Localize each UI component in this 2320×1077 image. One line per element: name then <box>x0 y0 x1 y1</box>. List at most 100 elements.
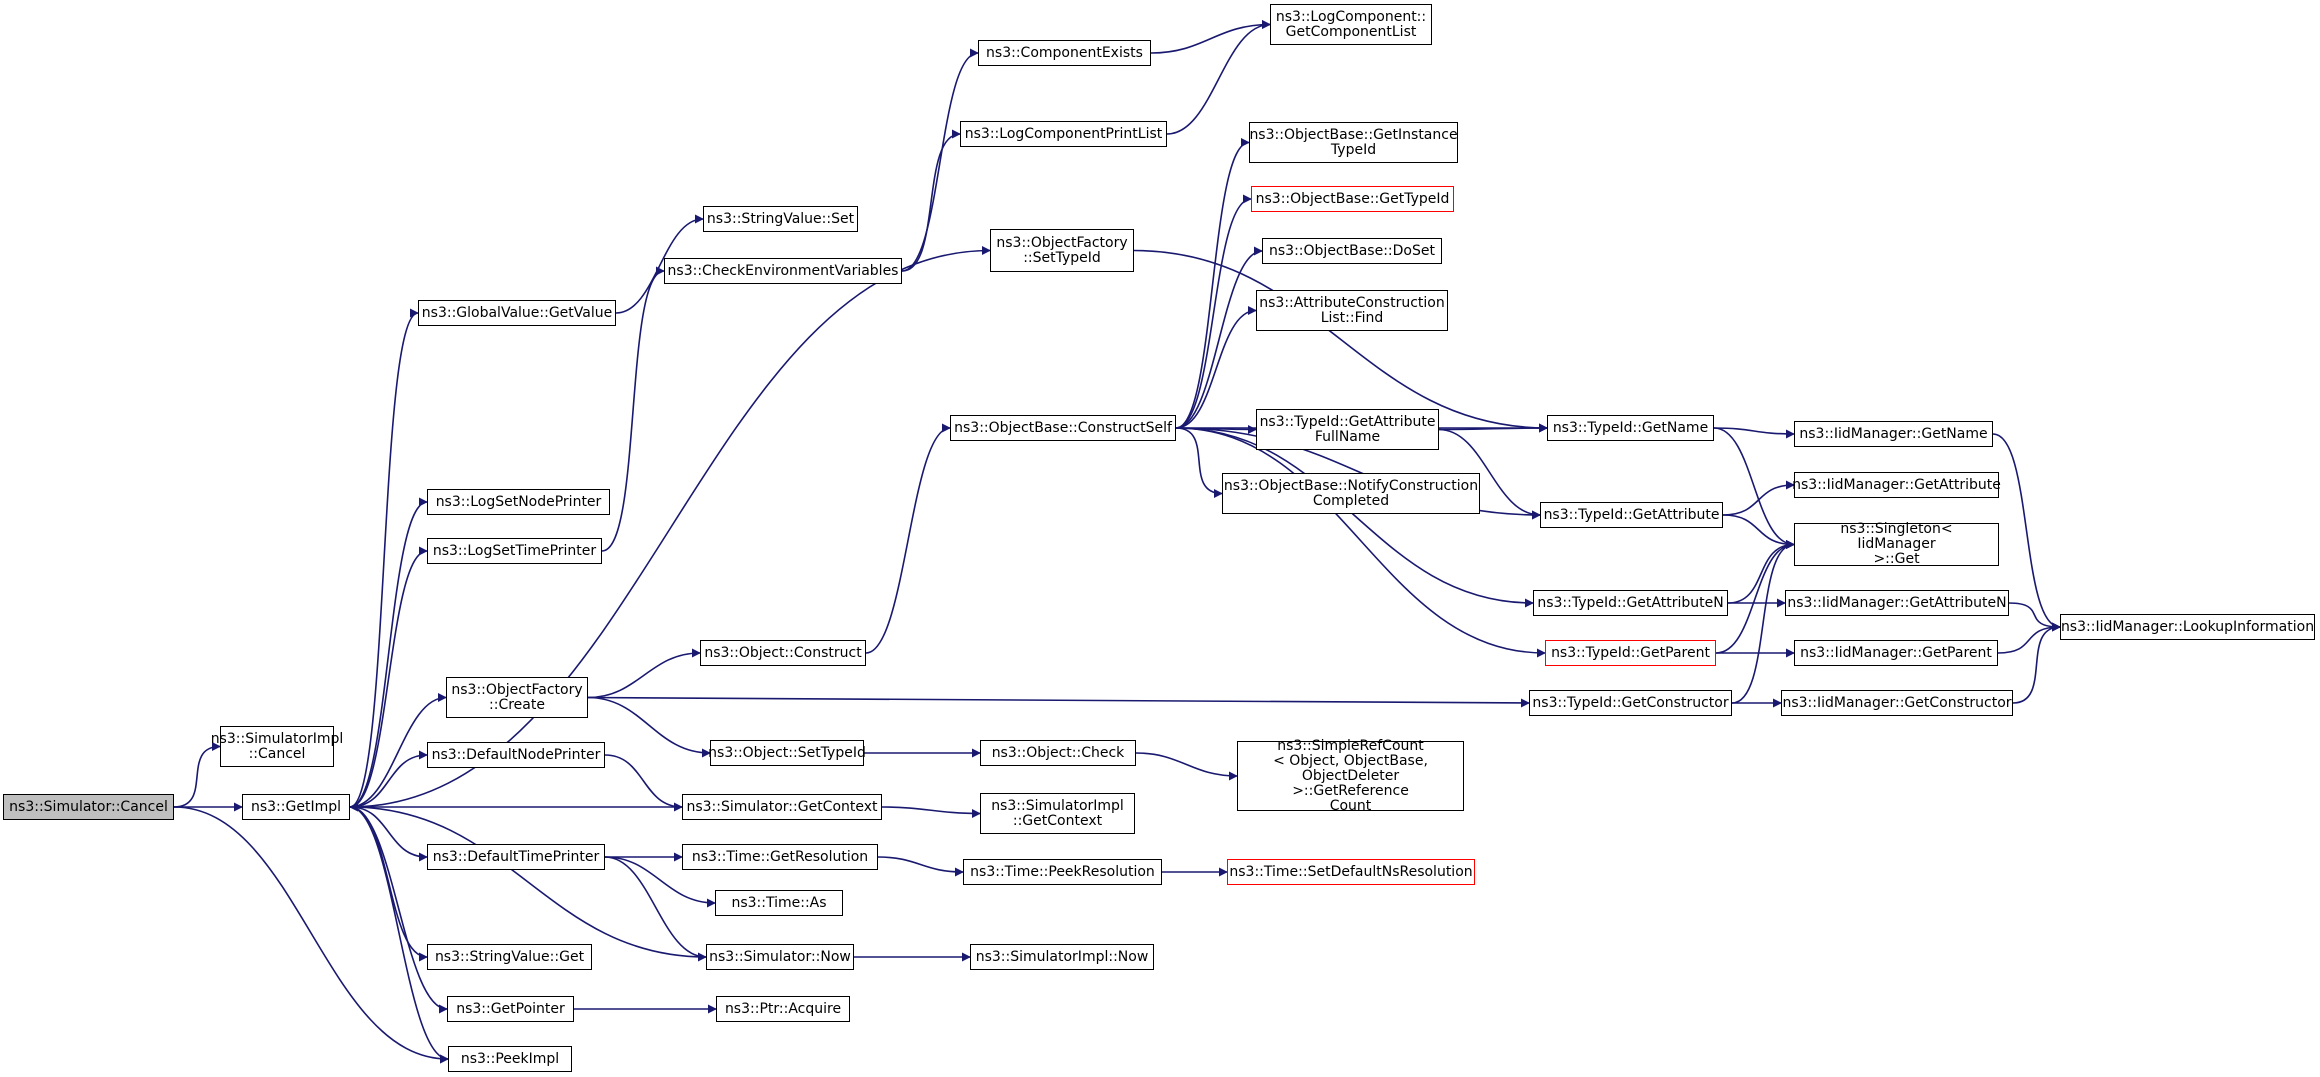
node-ob-getinstance[interactable]: ns3::ObjectBase::GetInstance TypeId <box>1249 122 1458 163</box>
node-ob-constructself[interactable]: ns3::ObjectBase::ConstructSelf <box>950 415 1176 441</box>
edge-tid-getname-to-singleton-get <box>1713 427 1795 549</box>
edge-getimpl-to-of-create <box>349 693 447 808</box>
node-comp-exists[interactable]: ns3::ComponentExists <box>978 40 1151 66</box>
node-getpointer[interactable]: ns3::GetPointer <box>447 996 574 1022</box>
node-iid-getparent[interactable]: ns3::IidManager::GetParent <box>1794 640 1998 666</box>
edge-of-create-to-tid-getconstructor <box>587 696 1530 708</box>
edge-default-time-printer-to-sim-now <box>604 856 707 962</box>
edge-of-create-to-obj-settypeid <box>587 696 711 758</box>
edge-ob-constructself-to-ob-doset <box>1175 246 1263 429</box>
node-iid-getconstructor[interactable]: ns3::IidManager::GetConstructor <box>1781 690 2013 716</box>
edge-obj-check-to-simplerefcount <box>1135 752 1238 781</box>
edge-tid-getname-to-iid-getname <box>1713 427 1795 439</box>
node-time-peekres[interactable]: ns3::Time::PeekResolution <box>963 859 1162 885</box>
node-tid-getparent[interactable]: ns3::TypeId::GetParent <box>1545 640 1716 666</box>
node-sv-set[interactable]: ns3::StringValue::Set <box>703 206 858 232</box>
edge-getimpl-to-default-node-printer <box>349 750 428 808</box>
edge-lc-printlist-to-lc-getlist <box>1166 20 1271 135</box>
node-obj-check[interactable]: ns3::Object::Check <box>980 740 1136 766</box>
edge-of-create-to-obj-construct <box>587 648 701 699</box>
node-check-env[interactable]: ns3::CheckEnvironmentVariables <box>664 258 902 284</box>
node-iid-getattrn[interactable]: ns3::IidManager::GetAttributeN <box>1785 590 2009 616</box>
edge-ob-constructself-to-tid-getparent <box>1175 427 1546 658</box>
node-ptr-acquire[interactable]: ns3::Ptr::Acquire <box>716 996 850 1022</box>
edge-getimpl-to-log-time-printer <box>349 546 428 808</box>
edge-tid-getconstructor-to-singleton-get <box>1731 540 1795 704</box>
edge-getimpl-to-default-time-printer <box>349 806 428 862</box>
node-log-node-printer[interactable]: ns3::LogSetNodePrinter <box>427 489 610 515</box>
node-sim-now[interactable]: ns3::Simulator::Now <box>706 944 854 970</box>
edge-comp-exists-to-lc-getlist <box>1150 20 1271 54</box>
edge-getimpl-to-log-node-printer <box>349 497 428 808</box>
node-iid-getname[interactable]: ns3::IidManager::GetName <box>1794 421 1993 447</box>
edge-tid-getattribute-to-iid-getattribute <box>1722 480 1795 516</box>
node-time-getres[interactable]: ns3::Time::GetResolution <box>682 844 878 870</box>
edge-obj-construct-to-ob-constructself <box>865 423 951 654</box>
edge-getimpl-to-getpointer <box>349 806 448 1014</box>
node-iid-lookup[interactable]: ns3::IidManager::LookupInformation <box>2060 614 2315 640</box>
node-lc-printlist[interactable]: ns3::LogComponentPrintList <box>960 121 1167 147</box>
edge-getimpl-to-gv-getvalue <box>349 308 419 808</box>
node-of-settypeid[interactable]: ns3::ObjectFactory ::SetTypeId <box>990 229 1134 272</box>
node-default-time-printer[interactable]: ns3::DefaultTimePrinter <box>427 844 605 870</box>
edge-ob-constructself-to-tid-getattribute <box>1175 427 1541 520</box>
edge-check-env-to-lc-printlist <box>901 129 961 272</box>
edge-iid-getconstructor-to-iid-lookup <box>2012 622 2061 704</box>
node-acl-find[interactable]: ns3::AttributeConstruction List::Find <box>1256 290 1448 331</box>
edge-getimpl-to-peekimpl <box>349 806 449 1064</box>
node-tid-getconstructor[interactable]: ns3::TypeId::GetConstructor <box>1529 690 1732 716</box>
node-gv-getvalue[interactable]: ns3::GlobalValue::GetValue <box>418 300 616 326</box>
node-ob-doset[interactable]: ns3::ObjectBase::DoSet <box>1262 238 1442 264</box>
node-getimpl[interactable]: ns3::GetImpl <box>242 794 350 820</box>
node-time-setdefault[interactable]: ns3::Time::SetDefaultNsResolution <box>1227 859 1475 885</box>
node-of-create[interactable]: ns3::ObjectFactory ::Create <box>446 677 588 718</box>
node-tid-getattrn[interactable]: ns3::TypeId::GetAttributeN <box>1533 590 1728 616</box>
edge-iid-getparent-to-iid-lookup <box>1997 622 2061 654</box>
node-default-node-printer[interactable]: ns3::DefaultNodePrinter <box>427 742 605 768</box>
node-ob-notify[interactable]: ns3::ObjectBase::NotifyConstruction Comp… <box>1222 473 1480 514</box>
node-sim-getcontext[interactable]: ns3::Simulator::GetContext <box>682 794 882 820</box>
edge-ob-constructself-to-ob-notify <box>1175 427 1223 498</box>
edge-default-node-printer-to-sim-getcontext <box>604 754 683 812</box>
node-cancel[interactable]: ns3::Simulator::Cancel <box>3 794 174 820</box>
node-ob-gettypeid[interactable]: ns3::ObjectBase::GetTypeId <box>1251 186 1454 212</box>
node-tid-getattrfullname[interactable]: ns3::TypeId::GetAttribute FullName <box>1256 409 1439 450</box>
edge-tid-getattrfullname-to-tid-getname <box>1438 423 1548 433</box>
edge-ob-constructself-to-ob-gettypeid <box>1175 194 1252 429</box>
node-tid-getname[interactable]: ns3::TypeId::GetName <box>1547 415 1714 441</box>
edge-log-time-printer-to-check-env <box>601 266 665 552</box>
edge-cancel-to-peekimpl <box>173 806 449 1064</box>
edge-tid-getattribute-to-singleton-get <box>1722 514 1795 549</box>
node-simimpl-now[interactable]: ns3::SimulatorImpl::Now <box>970 944 1154 970</box>
edge-iid-getattrn-to-iid-lookup <box>2008 602 2061 632</box>
node-obj-construct[interactable]: ns3::Object::Construct <box>700 640 866 666</box>
node-iid-getattribute[interactable]: ns3::IidManager::GetAttribute <box>1792 472 2001 498</box>
edges-layer <box>173 20 2061 1064</box>
node-peekimpl[interactable]: ns3::PeekImpl <box>448 1046 572 1072</box>
node-tid-getattribute[interactable]: ns3::TypeId::GetAttribute <box>1540 502 1723 528</box>
node-log-time-printer[interactable]: ns3::LogSetTimePrinter <box>427 538 602 564</box>
edge-ob-constructself-to-tid-getattrn <box>1175 427 1534 608</box>
edge-sim-now-to-getimpl <box>349 802 707 958</box>
node-simimpl-cancel[interactable]: ns3::SimulatorImpl ::Cancel <box>211 726 343 767</box>
edge-tid-getparent-to-singleton-get <box>1715 540 1795 654</box>
edge-gv-getvalue-to-sv-set <box>615 214 704 314</box>
node-obj-settypeid[interactable]: ns3::Object::SetTypeId <box>708 740 866 766</box>
edge-tid-getattrfullname-to-tid-getattribute <box>1438 428 1541 520</box>
edge-cancel-to-simimpl-cancel <box>173 742 221 808</box>
edge-ob-constructself-to-ob-getinstance <box>1175 138 1250 429</box>
node-sv-get[interactable]: ns3::StringValue::Get <box>427 944 592 970</box>
edge-iid-getname-to-iid-lookup <box>1992 433 2061 632</box>
edge-check-env-to-comp-exists <box>901 48 979 272</box>
edge-of-settypeid-to-tid-getname <box>1133 249 1548 433</box>
node-singleton-get[interactable]: ns3::Singleton< IidManager >::Get <box>1794 522 1999 567</box>
node-simimpl-getcontext[interactable]: ns3::SimulatorImpl ::GetContext <box>980 793 1135 834</box>
edge-ob-constructself-to-acl-find <box>1175 306 1257 429</box>
edge-time-getres-to-time-peekres <box>877 856 964 877</box>
node-lc-getlist[interactable]: ns3::LogComponent:: GetComponentList <box>1270 4 1432 45</box>
edge-default-time-printer-to-time-as <box>604 856 716 908</box>
node-simplerefcount[interactable]: ns3::SimpleRefCount < Object, ObjectBase… <box>1237 738 1464 813</box>
node-time-as[interactable]: ns3::Time::As <box>715 890 843 916</box>
